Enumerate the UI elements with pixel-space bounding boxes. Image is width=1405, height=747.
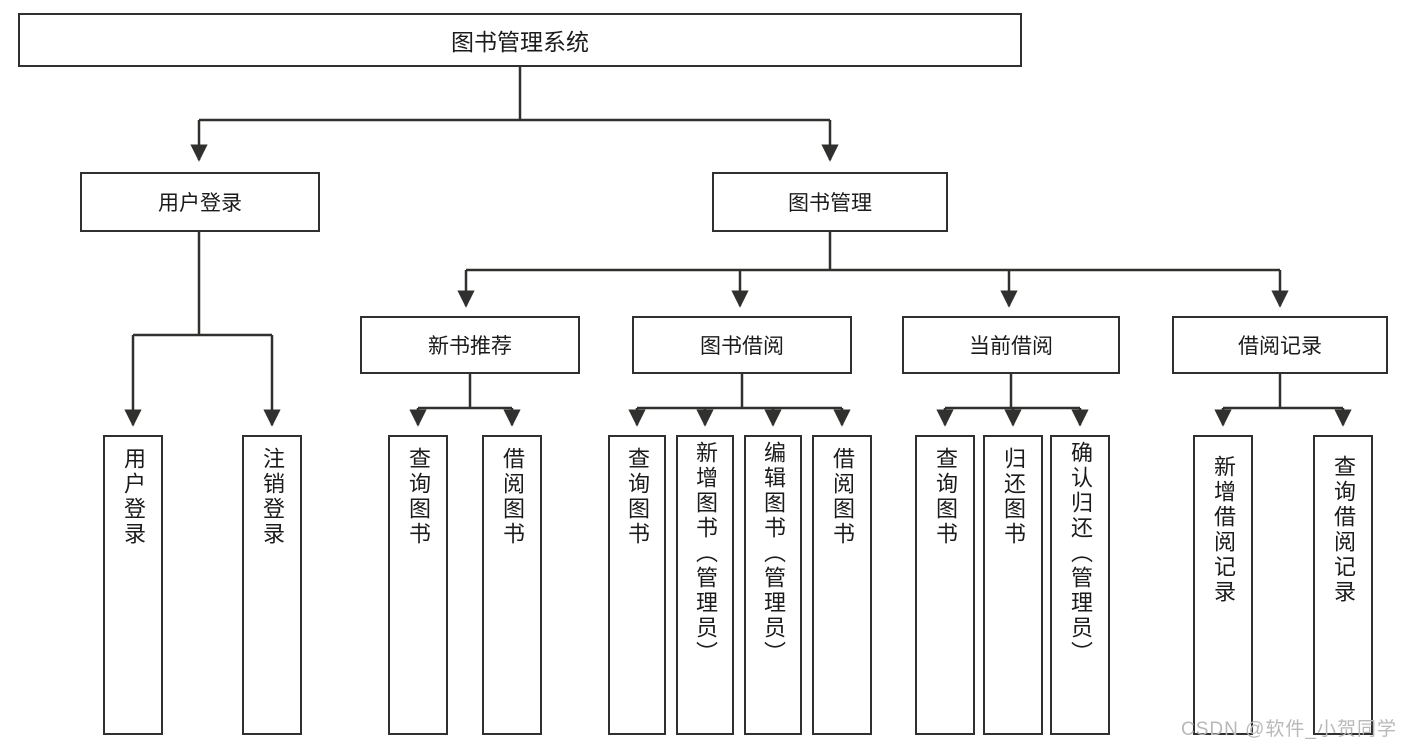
node-label: 查询借阅记录 — [1331, 455, 1356, 605]
node-label: 编辑图书（管理员） — [761, 441, 786, 666]
leaf-query-book-recommend[interactable]: 查询图书 — [388, 435, 448, 735]
leaf-user-login[interactable]: 用户登录 — [103, 435, 163, 735]
node-label: 图书管理 — [788, 192, 872, 215]
node-label: 查询图书 — [625, 447, 650, 547]
node-label: 图书管理系统 — [451, 29, 589, 55]
leaf-add-book-admin[interactable]: 新增图书（管理员） — [676, 435, 734, 735]
leaf-query-borrow-record[interactable]: 查询借阅记录 — [1313, 435, 1373, 735]
node-label: 当前借阅 — [969, 335, 1053, 358]
leaf-logout[interactable]: 注销登录 — [242, 435, 302, 735]
leaf-confirm-return-admin[interactable]: 确认归还（管理员） — [1050, 435, 1110, 735]
node-root[interactable]: 图书管理系统 — [18, 13, 1022, 67]
node-book-borrow[interactable]: 图书借阅 — [632, 316, 852, 374]
node-label: 新书推荐 — [428, 335, 512, 358]
node-label: 借阅图书 — [500, 447, 525, 547]
node-current-borrow[interactable]: 当前借阅 — [902, 316, 1120, 374]
node-new-book-recommend[interactable]: 新书推荐 — [360, 316, 580, 374]
node-label: 用户登录 — [121, 447, 146, 547]
node-label: 确认归还（管理员） — [1068, 441, 1093, 666]
leaf-query-book[interactable]: 查询图书 — [608, 435, 666, 735]
csdn-watermark: CSDN @软件_小贺同学 — [1181, 719, 1397, 740]
node-label: 新增借阅记录 — [1211, 455, 1236, 605]
node-label: 新增图书（管理员） — [693, 441, 718, 666]
node-label: 查询图书 — [406, 447, 431, 547]
node-label: 借阅记录 — [1238, 335, 1322, 358]
leaf-borrow-book[interactable]: 借阅图书 — [812, 435, 872, 735]
leaf-query-book-current[interactable]: 查询图书 — [915, 435, 975, 735]
node-user-login[interactable]: 用户登录 — [80, 172, 320, 232]
node-book-management[interactable]: 图书管理 — [712, 172, 948, 232]
node-label: 查询图书 — [933, 447, 958, 547]
node-label: 借阅图书 — [830, 447, 855, 547]
leaf-edit-book-admin[interactable]: 编辑图书（管理员） — [744, 435, 802, 735]
node-borrow-record[interactable]: 借阅记录 — [1172, 316, 1388, 374]
node-label: 图书借阅 — [700, 335, 784, 358]
node-label: 用户登录 — [158, 192, 242, 215]
node-label: 注销登录 — [260, 447, 285, 547]
leaf-add-borrow-record[interactable]: 新增借阅记录 — [1193, 435, 1253, 735]
leaf-borrow-book-recommend[interactable]: 借阅图书 — [482, 435, 542, 735]
leaf-return-book[interactable]: 归还图书 — [983, 435, 1043, 735]
node-label: 归还图书 — [1001, 447, 1026, 547]
